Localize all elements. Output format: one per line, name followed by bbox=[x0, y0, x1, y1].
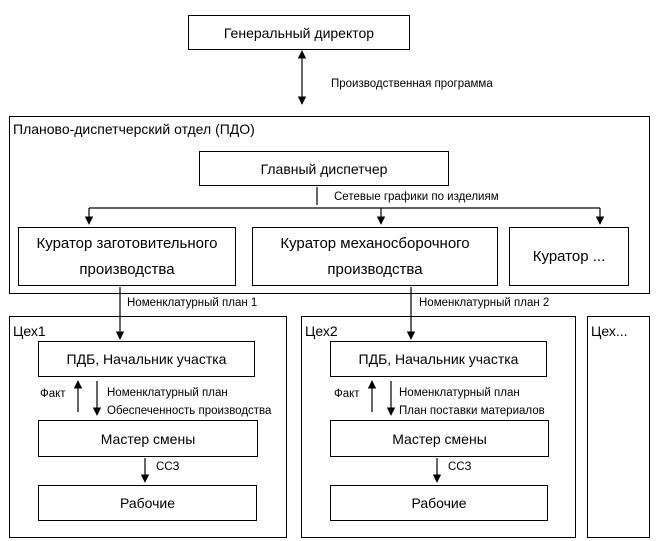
ceh1-workers-label: Рабочие bbox=[119, 495, 176, 511]
ceh2-master-box: Мастер смены bbox=[330, 420, 549, 457]
ceh3-frame bbox=[587, 316, 650, 538]
ceh3-title: Цех... bbox=[591, 323, 628, 339]
label-nomenclature-plan-1: Номенклатурный план 1 bbox=[127, 297, 258, 309]
ceh2-label-ssz: ССЗ bbox=[448, 461, 472, 473]
curator-other-label: Куратор ... bbox=[532, 247, 606, 265]
ceh1-label-nom-plan: Номенклатурный план bbox=[107, 387, 228, 399]
ceh2-master-label: Мастер смены bbox=[392, 430, 487, 447]
curator-assembly-box: Куратор механосборочного производства bbox=[252, 227, 498, 286]
ceh1-label-ssz: ССЗ bbox=[156, 461, 180, 473]
ceh2-workers-label: Рабочие bbox=[411, 495, 467, 511]
ceh2-pdb-box: ПДБ, Начальник участка bbox=[330, 341, 547, 377]
ceo-label: Генеральный директор bbox=[223, 24, 375, 41]
curator-assembly-label: Куратор механосборочного производства bbox=[280, 234, 470, 278]
ceh1-title: Цех1 bbox=[13, 323, 46, 339]
ceh1-master-box: Мастер смены bbox=[38, 420, 258, 457]
curator-procurement-label: Куратор заготовительного производства bbox=[36, 234, 218, 278]
ceh2-workers-box: Рабочие bbox=[330, 485, 548, 521]
ceh2-pdb-label: ПДБ, Начальник участка bbox=[358, 351, 519, 367]
pdo-department-title: Планово-диспетчерский отдел (ПДО) bbox=[13, 121, 255, 137]
ceh1-workers-box: Рабочие bbox=[38, 485, 257, 521]
label-production-program: Производственная программа bbox=[331, 78, 493, 90]
chief-dispatcher-box: Главный диспетчер bbox=[199, 151, 449, 186]
label-nomenclature-plan-2: Номенклатурный план 2 bbox=[419, 297, 550, 309]
ceh1-label-provision: Обеспеченность производства bbox=[107, 405, 272, 417]
curator-procurement-box: Куратор заготовительного производства bbox=[18, 227, 236, 286]
ceh2-label-nom-plan: Номенклатурный план bbox=[399, 387, 520, 399]
ceo-box: Генеральный директор bbox=[188, 15, 410, 50]
ceh1-master-label: Мастер смены bbox=[100, 430, 196, 447]
ceh2-label-fact: Факт bbox=[334, 388, 360, 400]
ceh1-pdb-box: ПДБ, Начальник участка bbox=[38, 341, 255, 377]
ceh1-pdb-label: ПДБ, Начальник участка bbox=[66, 351, 227, 367]
ceh2-label-supply-plan: План поставки материалов bbox=[399, 405, 545, 417]
curator-other-box: Куратор ... bbox=[509, 227, 629, 286]
chief-dispatcher-label: Главный диспетчер bbox=[260, 160, 388, 177]
label-network-schedules: Сетевые графики по изделиям bbox=[334, 191, 499, 203]
ceh1-label-fact: Факт bbox=[40, 388, 66, 400]
ceh2-title: Цех2 bbox=[305, 323, 338, 339]
